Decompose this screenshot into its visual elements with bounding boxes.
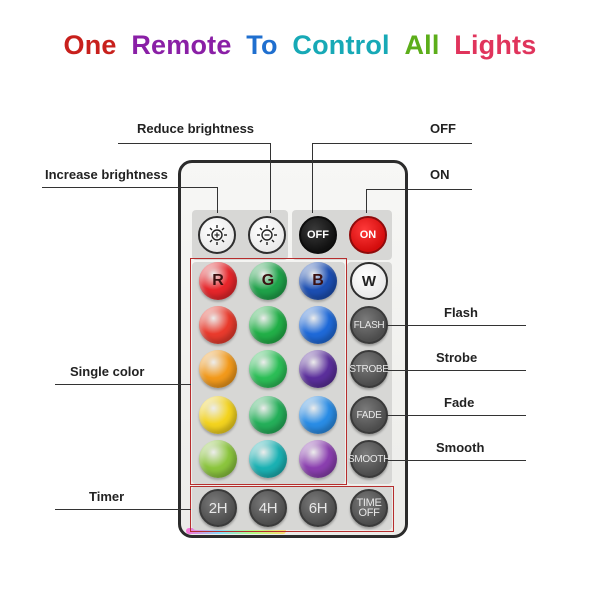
title-word-4: Control xyxy=(292,30,390,60)
color-button-r4c3[interactable] xyxy=(299,396,337,434)
color-button-r2c1[interactable] xyxy=(199,306,237,344)
timer-off-label-line2: OFF xyxy=(358,507,380,519)
leader-smooth xyxy=(386,460,526,461)
leader-flash xyxy=(386,325,526,326)
sun-plus-icon xyxy=(207,225,227,245)
leader-timer xyxy=(55,509,191,510)
leader-on-v xyxy=(366,189,367,213)
color-button-r5c3[interactable] xyxy=(299,440,337,478)
on-button[interactable]: ON xyxy=(349,216,387,254)
page-title: One Remote To Control All Lights xyxy=(0,30,600,61)
label-off: OFF xyxy=(430,121,456,136)
blue-button-label: B xyxy=(312,272,324,289)
color-button-r3c3[interactable] xyxy=(299,350,337,388)
single-color-frame xyxy=(190,258,347,485)
strobe-button-label: STROBE xyxy=(349,363,389,375)
color-button-r2c2[interactable] xyxy=(249,306,287,344)
smooth-button[interactable]: SMOOTH xyxy=(347,440,391,478)
red-button[interactable]: R xyxy=(199,262,237,300)
fade-button[interactable]: FADE xyxy=(350,396,388,434)
color-button-r3c1[interactable] xyxy=(199,350,237,388)
red-button-label: R xyxy=(212,272,224,289)
color-button-r5c2[interactable] xyxy=(249,440,287,478)
timer-4h-button[interactable]: 4H xyxy=(249,489,287,527)
color-button-r5c1[interactable] xyxy=(199,440,237,478)
label-fade: Fade xyxy=(444,395,475,410)
timer-2h-label: 2H xyxy=(208,499,228,517)
timer-off-button[interactable]: TIME OFF xyxy=(350,489,388,527)
label-single-color: Single color xyxy=(70,364,145,379)
leader-increase-brightness-h xyxy=(42,187,217,188)
increase-brightness-button[interactable] xyxy=(198,216,236,254)
off-button[interactable]: OFF xyxy=(299,216,337,254)
label-flash: Flash xyxy=(444,305,478,320)
timer-off-label-line1: TIME xyxy=(356,497,382,509)
timer-4h-label: 4H xyxy=(258,499,278,517)
reduce-brightness-button[interactable] xyxy=(248,216,286,254)
flash-button-label: FLASH xyxy=(353,319,385,331)
green-button[interactable]: G xyxy=(249,262,287,300)
color-button-r2c3[interactable] xyxy=(299,306,337,344)
leader-reduce-brightness-h xyxy=(118,143,270,144)
strobe-button[interactable]: STROBE xyxy=(349,350,389,388)
label-on: ON xyxy=(430,167,450,182)
green-button-label: G xyxy=(261,272,275,289)
timer-6h-button[interactable]: 6H xyxy=(299,489,337,527)
color-button-r4c2[interactable] xyxy=(249,396,287,434)
label-increase-brightness: Increase brightness xyxy=(45,167,168,182)
leader-strobe xyxy=(386,370,526,371)
title-word-3: To xyxy=(246,30,278,60)
timer-6h-label: 6H xyxy=(308,499,328,517)
white-button-label: W xyxy=(361,272,377,290)
title-word-1: One xyxy=(63,30,117,60)
leader-reduce-brightness-v xyxy=(270,143,271,213)
blue-button[interactable]: B xyxy=(299,262,337,300)
smooth-button-label: SMOOTH xyxy=(347,453,391,465)
color-button-r4c1[interactable] xyxy=(199,396,237,434)
title-word-6: Lights xyxy=(454,30,537,60)
on-button-label: ON xyxy=(359,229,377,241)
color-button-r3c2[interactable] xyxy=(249,350,287,388)
leader-off-v xyxy=(312,143,313,213)
flash-button[interactable]: FLASH xyxy=(350,306,388,344)
sun-minus-icon xyxy=(257,225,277,245)
leader-single-color xyxy=(55,384,191,385)
label-reduce-brightness: Reduce brightness xyxy=(137,121,255,136)
label-timer: Timer xyxy=(89,489,125,504)
label-smooth: Smooth xyxy=(436,440,485,455)
leader-increase-brightness-v xyxy=(217,187,218,213)
timer-2h-button[interactable]: 2H xyxy=(199,489,237,527)
off-button-label: OFF xyxy=(307,229,329,241)
title-word-5: All xyxy=(404,30,440,60)
fade-button-label: FADE xyxy=(356,409,382,421)
white-button[interactable]: W xyxy=(350,262,388,300)
leader-off-h xyxy=(312,143,472,144)
leader-on-h xyxy=(366,189,472,190)
leader-fade xyxy=(386,415,526,416)
label-strobe: Strobe xyxy=(436,350,478,365)
title-word-2: Remote xyxy=(131,30,232,60)
